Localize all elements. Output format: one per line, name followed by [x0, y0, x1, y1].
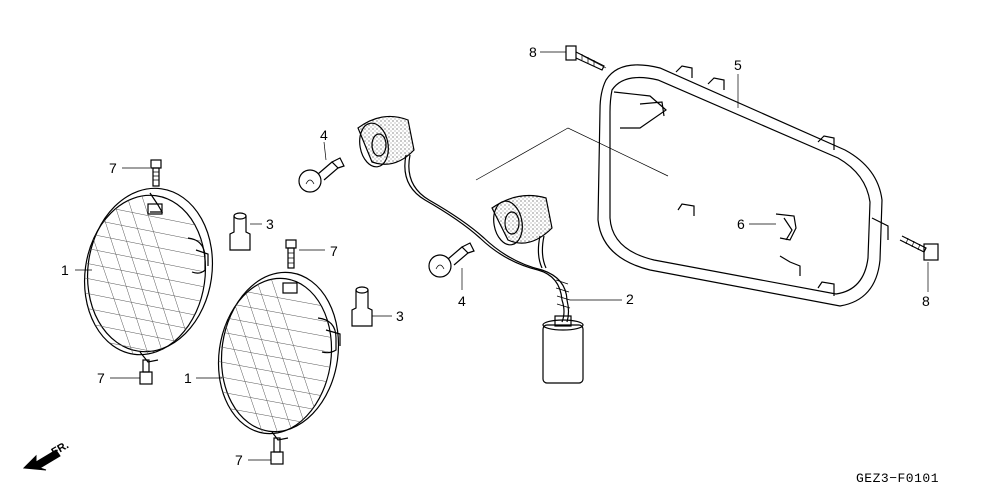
callout-3-lower: 3	[396, 308, 404, 324]
bulb-4-lower	[428, 242, 475, 278]
callout-4-lower: 4	[458, 293, 466, 309]
callout-8-top: 8	[529, 44, 537, 60]
wire-harness	[357, 115, 584, 384]
bolt-7-lower-left	[139, 359, 153, 385]
front-direction-arrow: FR.	[22, 439, 71, 471]
callout-4-upper: 4	[320, 127, 328, 143]
bolt-8-right	[899, 235, 939, 261]
headlight-left	[74, 187, 216, 363]
callout-2: 2	[626, 291, 634, 307]
callout-6: 6	[737, 216, 745, 232]
bolt-7-bottom	[270, 437, 284, 465]
diagram-code: GEZ3−F0101	[856, 471, 939, 486]
callout-7-bottom: 7	[235, 452, 243, 468]
callout-1-right: 1	[184, 370, 192, 386]
socket-3-upper	[229, 212, 251, 251]
callout-7-lower-left: 7	[97, 370, 105, 386]
bolt-8-top	[565, 45, 605, 71]
bolt-7-top-left	[150, 159, 162, 187]
callout-7-top-left: 7	[109, 160, 117, 176]
callout-7-mid: 7	[330, 243, 338, 259]
socket-3-lower	[351, 286, 373, 327]
callout-8-right: 8	[922, 293, 930, 309]
callout-3-upper: 3	[266, 216, 274, 232]
headlight-right	[209, 271, 342, 441]
guide-lines	[475, 55, 669, 181]
leader-lines	[75, 51, 929, 461]
fr-label: FR.	[50, 439, 71, 458]
callout-1-left: 1	[61, 262, 69, 278]
headlight-frame	[597, 64, 889, 307]
bulb-4-upper	[298, 157, 345, 193]
bolt-7-mid	[285, 239, 297, 269]
clip-6	[775, 213, 797, 241]
callout-5: 5	[734, 57, 742, 73]
